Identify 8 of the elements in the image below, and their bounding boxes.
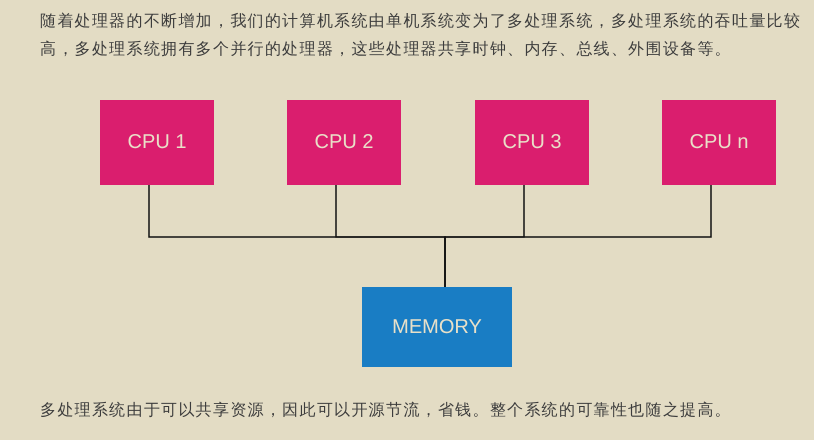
memory-box: MEMORY	[362, 287, 512, 367]
cpu-box: CPU 2	[287, 100, 401, 185]
connector-line	[444, 185, 712, 287]
cpu-box: CPU 3	[475, 100, 589, 185]
cpu-box: CPU n	[662, 100, 776, 185]
paragraph: 随着处理器的不断增加，我们的计算机系统由单机系统变为了多处理系统，多处理系统的吞吐量比较高，多处理系统拥有多个并行的处理器，这些处理器共享时钟、内存、总线、外围设备等。	[40, 10, 802, 60]
cpu-box: CPU 1	[100, 100, 214, 185]
paragraph: 多处理系统由于可以共享资源，因此可以开源节流，省钱。整个系统的可靠性也随之提高。	[40, 399, 733, 421]
